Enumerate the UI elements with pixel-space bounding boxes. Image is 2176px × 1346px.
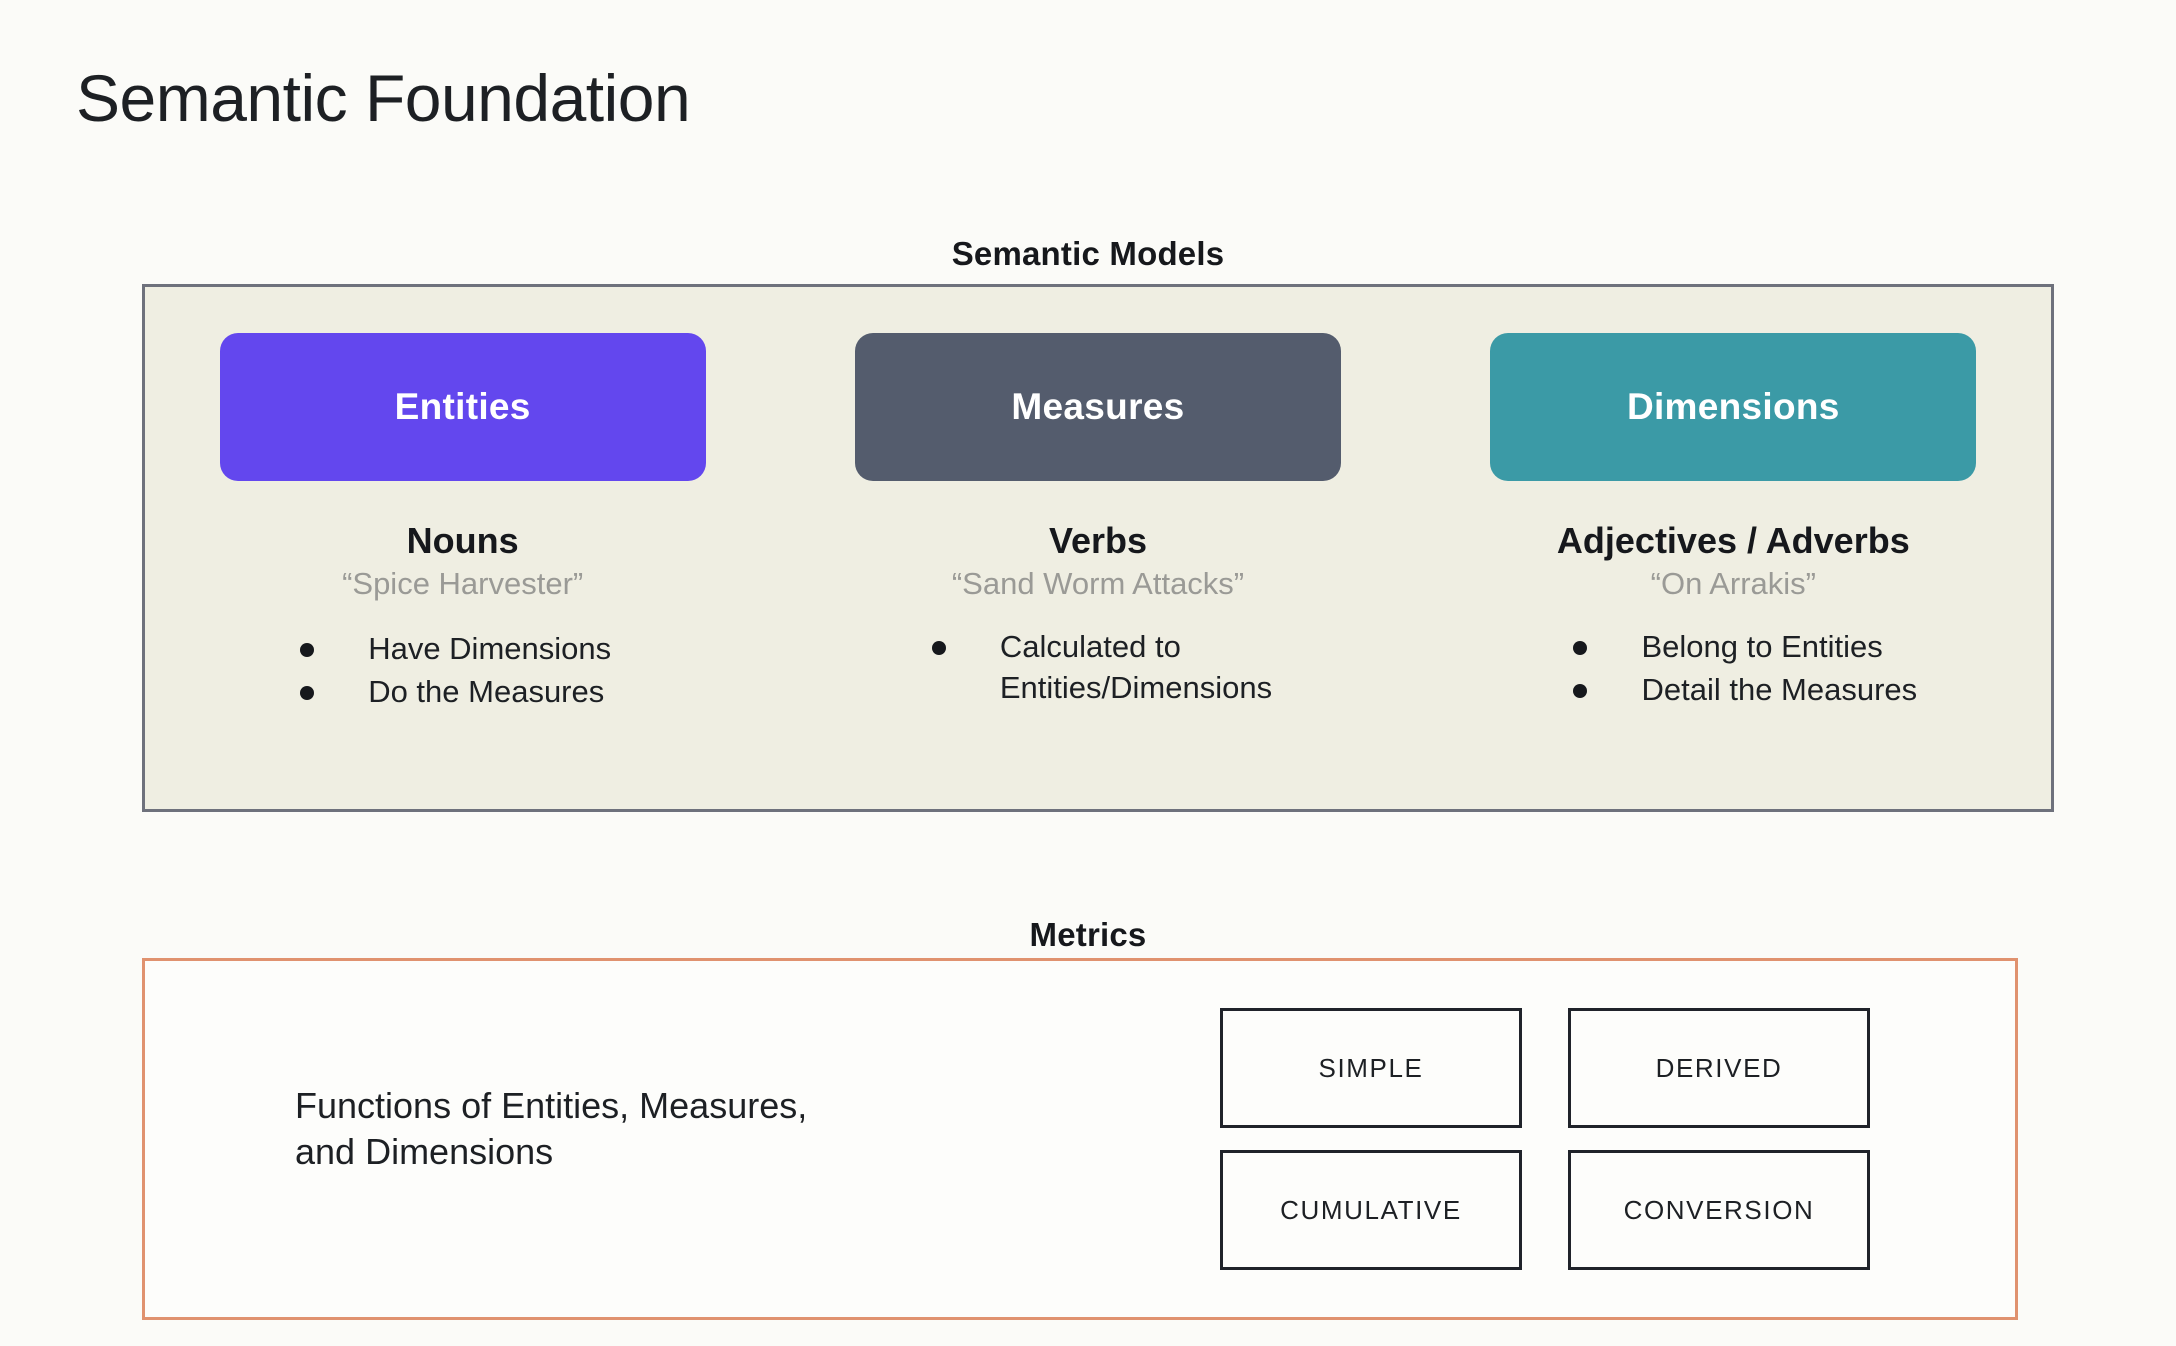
- metric-type-derived-label: DERIVED: [1655, 1052, 1783, 1083]
- dimensions-bullet-1: Detail the Measures: [1641, 671, 1918, 707]
- metric-type-grid: SIMPLE DERIVED CUMULATIVE CONVERSION: [1220, 1008, 1870, 1270]
- bullet-dot-icon: [300, 685, 315, 700]
- dimensions-pill-label: Dimensions: [1626, 386, 1840, 427]
- entities-heading: Nouns: [406, 520, 519, 561]
- list-item: Calculated to Entities/Dimensions: [931, 627, 1273, 709]
- bullet-dot-icon: [1573, 640, 1588, 655]
- entities-bullet-0: Have Dimensions: [368, 630, 612, 666]
- dimensions-bullet-0: Belong to Entities: [1641, 628, 1883, 664]
- list-item: Belong to Entities: [1573, 627, 1917, 668]
- semantic-models-columns: Entities Nouns “Spice Harvester” Have Di…: [145, 287, 2051, 809]
- semantic-column-dimensions: Dimensions Adjectives / Adverbs “On Arra…: [1416, 287, 2051, 809]
- bullet-dot-icon: [300, 642, 315, 657]
- metric-type-conversion-label: CONVERSION: [1623, 1194, 1815, 1225]
- bullet-dot-icon: [1573, 683, 1588, 698]
- entities-example: “Spice Harvester”: [342, 565, 584, 601]
- measures-pill-label: Measures: [1011, 386, 1185, 427]
- metric-type-derived[interactable]: DERIVED: [1568, 1008, 1870, 1128]
- metrics-panel: Functions of Entities, Measures, and Dim…: [142, 958, 2018, 1320]
- entities-bullet-1: Do the Measures: [368, 673, 605, 709]
- list-item: Have Dimensions: [300, 629, 611, 670]
- list-item: Do the Measures: [300, 672, 611, 713]
- dimensions-example: “On Arrakis”: [1650, 565, 1816, 601]
- measures-pill[interactable]: Measures: [854, 333, 1341, 481]
- semantic-column-measures: Measures Verbs “Sand Worm Attacks” Calcu…: [780, 287, 1415, 809]
- dimensions-pill[interactable]: Dimensions: [1490, 333, 1977, 481]
- metric-type-conversion[interactable]: CONVERSION: [1568, 1150, 1870, 1270]
- measures-example: “Sand Worm Attacks”: [951, 565, 1245, 601]
- dimensions-heading: Adjectives / Adverbs: [1556, 520, 1910, 561]
- metrics-caption: Metrics: [1029, 916, 1147, 953]
- measures-bullet-list: Calculated to Entities/Dimensions: [931, 627, 1273, 711]
- page-title: Semantic Foundation: [76, 61, 691, 135]
- measures-heading: Verbs: [1048, 520, 1148, 561]
- measures-bullet-0: Calculated to Entities/Dimensions: [999, 628, 1273, 705]
- metric-type-cumulative-label: CUMULATIVE: [1280, 1194, 1462, 1225]
- list-item: Detail the Measures: [1573, 670, 1917, 711]
- metrics-description: Functions of Entities, Measures, and Dim…: [295, 1085, 808, 1173]
- entities-pill[interactable]: Entities: [219, 333, 706, 481]
- metric-type-simple-label: SIMPLE: [1318, 1052, 1424, 1083]
- entities-bullet-list: Have Dimensions Do the Measures: [300, 629, 611, 715]
- metric-type-simple[interactable]: SIMPLE: [1220, 1008, 1522, 1128]
- semantic-models-caption: Semantic Models: [951, 235, 1225, 272]
- dimensions-bullet-list: Belong to Entities Detail the Measures: [1573, 627, 1917, 713]
- semantic-column-entities: Entities Nouns “Spice Harvester” Have Di…: [145, 287, 780, 809]
- semantic-models-panel: Entities Nouns “Spice Harvester” Have Di…: [142, 284, 2054, 812]
- metric-type-cumulative[interactable]: CUMULATIVE: [1220, 1150, 1522, 1270]
- entities-pill-label: Entities: [394, 386, 531, 427]
- bullet-dot-icon: [931, 640, 946, 655]
